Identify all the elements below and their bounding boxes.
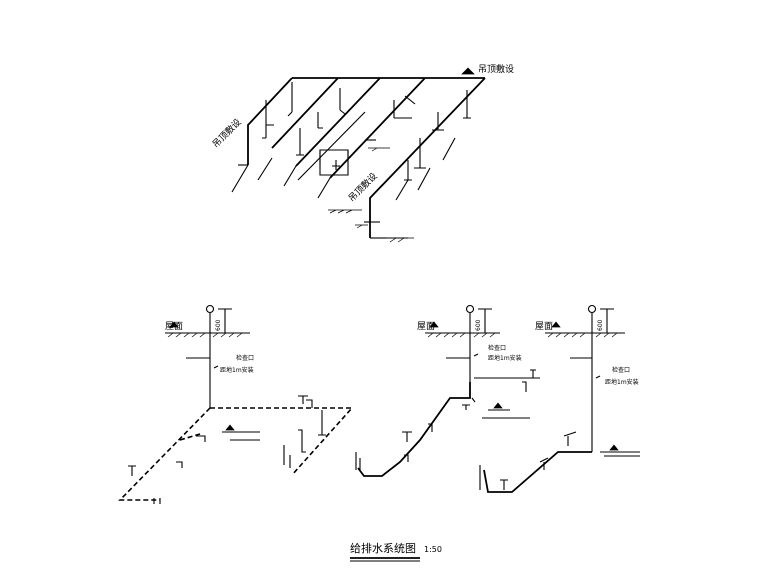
ceiling-laying-label-left: 吊顶敷设: [210, 116, 244, 150]
title-scale: 1:50: [424, 545, 442, 554]
install-1m-label-2: 距地1m安装: [488, 354, 522, 362]
roof-label-1: 屋面: [165, 321, 183, 332]
water-supply-axonometric: 吊顶敷设 吊顶敷设 吊顶敷设: [210, 63, 514, 243]
height-600-label-3: 600: [597, 319, 604, 331]
install-1m-label-1: 距地1m安装: [220, 366, 254, 374]
title-text: 给排水系统图: [350, 541, 416, 555]
drawing-title: 给排水系统图 1:50: [350, 541, 442, 562]
inspection-port-label-3: 检查口: [612, 366, 630, 374]
inspection-port-label-1: 检查口: [236, 354, 254, 362]
inspection-port-label-2: 检查口: [488, 344, 506, 352]
ceiling-laying-label-bottom: 吊顶敷设: [346, 170, 380, 204]
install-1m-label-3: 距地1m安装: [605, 378, 639, 386]
drainage-system-3: 屋面 600 检查口 距地1m安装: [479, 304, 640, 493]
height-600-label-1: 600: [215, 319, 222, 331]
ceiling-laying-label-top: 吊顶敷设: [478, 63, 514, 75]
roof-label-3: 屋面: [535, 321, 553, 332]
drainage-system-1: 屋面 600 检查口 距地1m安装: [118, 304, 354, 504]
drainage-system-2: 屋面 600 检查口 距地1m安装: [355, 304, 540, 477]
height-600-label-2: 600: [475, 319, 482, 331]
roof-label-2: 屋面: [417, 321, 435, 332]
